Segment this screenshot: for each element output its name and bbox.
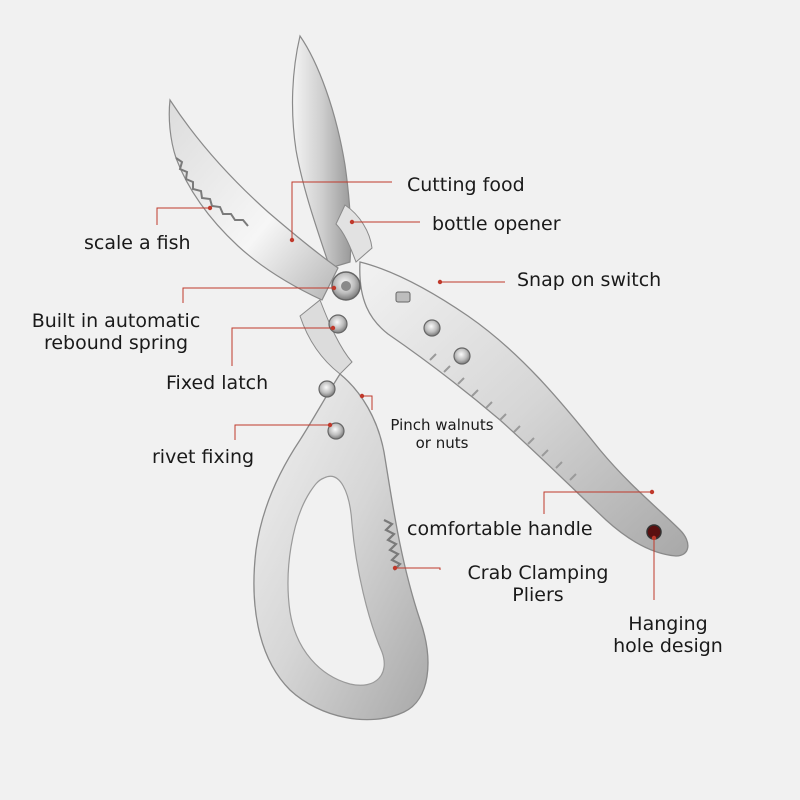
label-scale-a-fish: scale a fish bbox=[84, 232, 191, 254]
snap-switch bbox=[395, 291, 411, 303]
leader-cutting-food bbox=[291, 181, 392, 240]
label-hanging-hole-line2: hole design bbox=[613, 635, 723, 657]
leader-comfortable-handle bbox=[543, 491, 652, 514]
pivot-screw-center bbox=[341, 281, 351, 291]
bottle-opener-notch bbox=[335, 204, 373, 263]
upper-blade bbox=[291, 34, 352, 269]
leader-scale-a-fish bbox=[156, 207, 210, 225]
rivet-right-upper bbox=[423, 319, 441, 337]
label-rebound-spring: Built in automatic rebound spring bbox=[18, 310, 214, 354]
label-rebound-spring-line2: rebound spring bbox=[43, 332, 189, 354]
label-crab-pliers: Crab Clamping Pliers bbox=[448, 562, 628, 606]
label-pinch-walnuts-line1: Pinch walnuts bbox=[390, 416, 494, 434]
label-hanging-hole-line1: Hanging bbox=[628, 613, 708, 635]
label-pinch-walnuts: Pinch walnuts or nuts bbox=[377, 416, 507, 452]
label-bottle-opener: bottle opener bbox=[432, 213, 561, 235]
leader-fixed-latch bbox=[231, 327, 333, 366]
label-hanging-hole: Hanging hole design bbox=[598, 613, 738, 657]
leader-pinch-walnuts bbox=[362, 395, 373, 410]
label-crab-pliers-line2: Pliers bbox=[512, 584, 564, 606]
left-handle-finger-hole bbox=[287, 475, 385, 686]
label-crab-pliers-line1: Crab Clamping bbox=[467, 562, 609, 584]
fixed-latch-knob bbox=[328, 314, 348, 334]
leader-rivet-fixing bbox=[234, 424, 330, 440]
leader-rebound-spring bbox=[182, 287, 334, 303]
right-handle-grip-texture bbox=[429, 353, 577, 481]
leader-crab-pliers bbox=[395, 567, 441, 570]
rivet-upper bbox=[318, 380, 336, 398]
leader-bottle-opener bbox=[351, 220, 420, 223]
rivet-right-lower bbox=[453, 347, 471, 365]
label-snap-on-switch: Snap on switch bbox=[517, 269, 662, 291]
label-pinch-walnuts-line2: or nuts bbox=[415, 434, 469, 452]
label-comfortable-handle: comfortable handle bbox=[407, 518, 593, 540]
right-handle bbox=[359, 261, 689, 557]
crab-pliers-teeth bbox=[383, 519, 402, 571]
label-fixed-latch: Fixed latch bbox=[166, 372, 269, 394]
label-rebound-spring-line1: Built in automatic bbox=[31, 310, 201, 332]
pivot-lower-blade bbox=[299, 299, 353, 375]
label-rivet-fixing: rivet fixing bbox=[152, 446, 255, 468]
label-cutting-food: Cutting food bbox=[407, 174, 525, 196]
leader-lines bbox=[156, 181, 655, 600]
fish-scaler-teeth bbox=[175, 157, 249, 227]
rivet-lower bbox=[327, 422, 345, 440]
leader-endpoints bbox=[207, 205, 657, 571]
